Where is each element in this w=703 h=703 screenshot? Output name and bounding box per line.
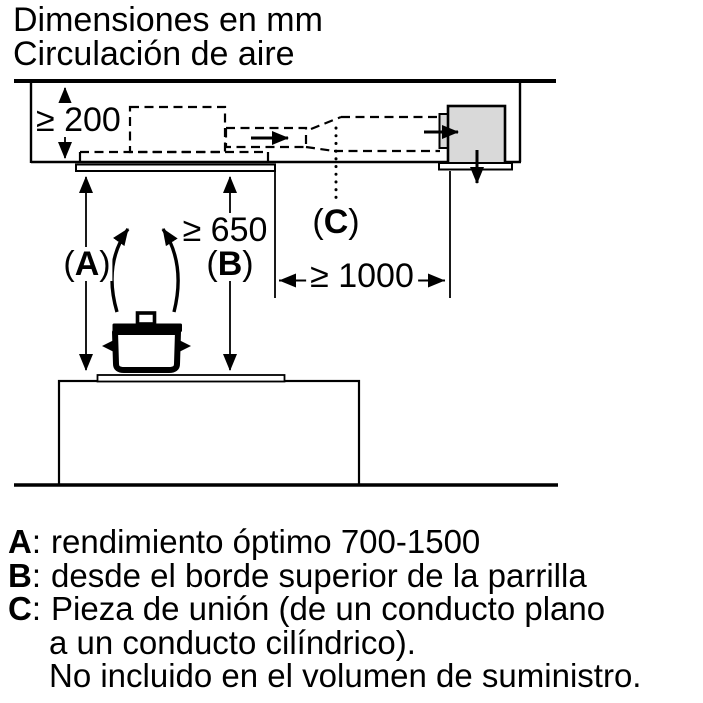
page-title: Dimensiones en mm [13,1,323,39]
duct-transition-dashed [305,115,342,153]
legend-line-c3: No incluido en el volumen de suministro. [49,657,642,694]
pot-lid-knob [135,311,157,326]
legend-line-a: A:rendimiento óptimo 700-1500 [8,523,481,560]
legend-line-c: C:Pieza de unión (de un conducto plano [8,590,606,627]
legend-line-b: B:desde el borde superior de la parrilla [8,556,587,594]
label-b: (B) [204,245,256,283]
hood-plenum-dashed-box [128,105,227,154]
pot-handle-right [179,340,191,352]
steam-arrow-left-icon [110,228,130,313]
dim-1000-label: ≥ 1000 [306,259,418,293]
pot-lid [112,323,182,332]
page-subtitle: Circulación de aire [13,34,295,73]
dim-200-label: ≥ 200 [36,103,124,137]
island-counter [57,379,361,487]
pot-handle-left [102,340,114,352]
pot-body [112,329,181,373]
label-c: (C) [310,203,362,241]
label-a: (A) [61,245,113,283]
page-title-block: Dimensiones en mm Circulación de aire [13,1,323,73]
hood-body-dashed-outline [78,150,270,164]
steam-arrow-right-icon [161,228,180,313]
hood-panel [75,163,276,172]
legend-line-c2: a un conducto cilíndrico). [49,623,416,661]
dim-650-label: ≥ 650 [179,213,271,247]
legend: A:rendimiento óptimo 700-1500 B:desde el… [8,525,641,693]
round-duct-dashed [334,115,440,153]
cooktop-strip [96,374,286,383]
flat-duct-dashed-box [224,126,308,149]
